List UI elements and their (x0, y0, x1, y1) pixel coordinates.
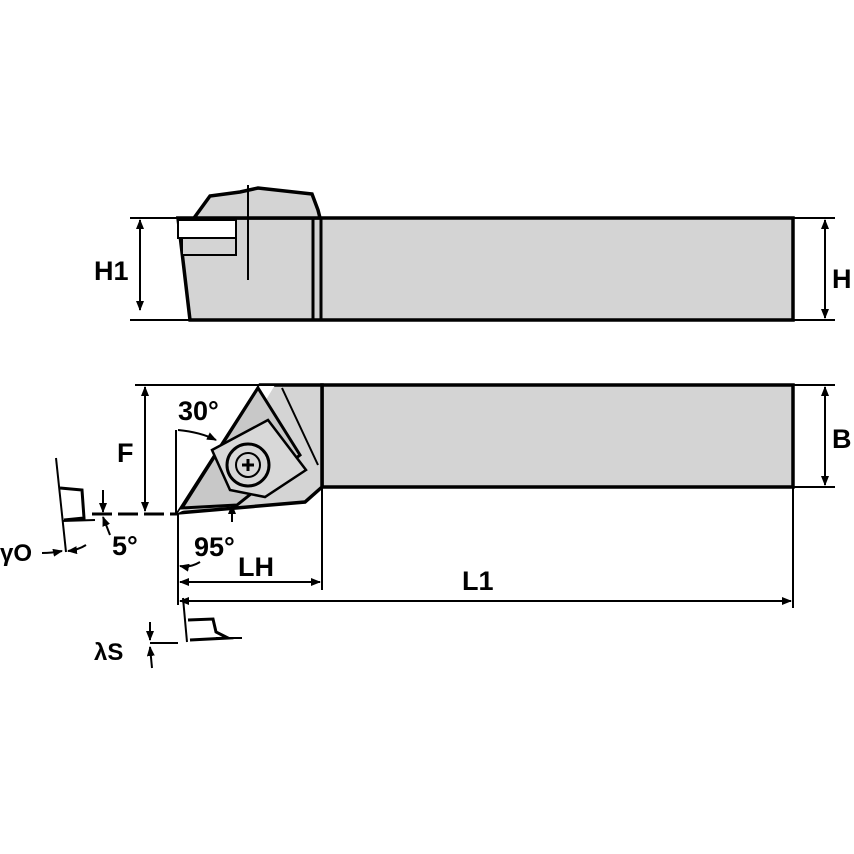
lh-label: LH (238, 552, 274, 582)
lambda-s-arrow (146, 646, 155, 669)
side-view-shank (176, 216, 795, 322)
f-label: F (117, 438, 134, 468)
angle-5-label: 5° (112, 531, 138, 561)
b-label: B (832, 424, 852, 454)
h-label: H (832, 264, 852, 294)
lambda-s-sketch: λS (94, 597, 242, 669)
side-view-seat (181, 237, 237, 256)
angle-30-label: 30° (178, 396, 219, 426)
top-view-shank (320, 383, 795, 489)
gamma-o-sketch: γO (0, 457, 96, 567)
side-view-insert (177, 219, 237, 239)
side-view-clamp (190, 186, 323, 220)
gamma-o-arc (41, 548, 63, 557)
angle-5-arrow (102, 516, 111, 536)
gamma-o-label: γO (0, 540, 32, 567)
lambda-s-reference-line (182, 597, 188, 643)
gamma-o-reference-line (55, 457, 67, 553)
pocket-edge (281, 387, 319, 466)
lambda-s-section-icon (187, 617, 234, 642)
gamma-o-arc (67, 544, 87, 555)
top-view: F B 30° 5° 95° LH L1 (92, 383, 852, 608)
angle-95-arc (179, 561, 201, 572)
h1-label: H1 (94, 256, 129, 286)
side-view: H1 H (94, 185, 852, 322)
angle-30-arc (177, 429, 217, 441)
gamma-o-edge-line (61, 519, 96, 522)
gamma-o-section-icon (59, 486, 86, 522)
lambda-s-label: λS (94, 639, 123, 666)
angle-95-label: 95° (194, 532, 235, 562)
l1-label: L1 (462, 566, 494, 596)
